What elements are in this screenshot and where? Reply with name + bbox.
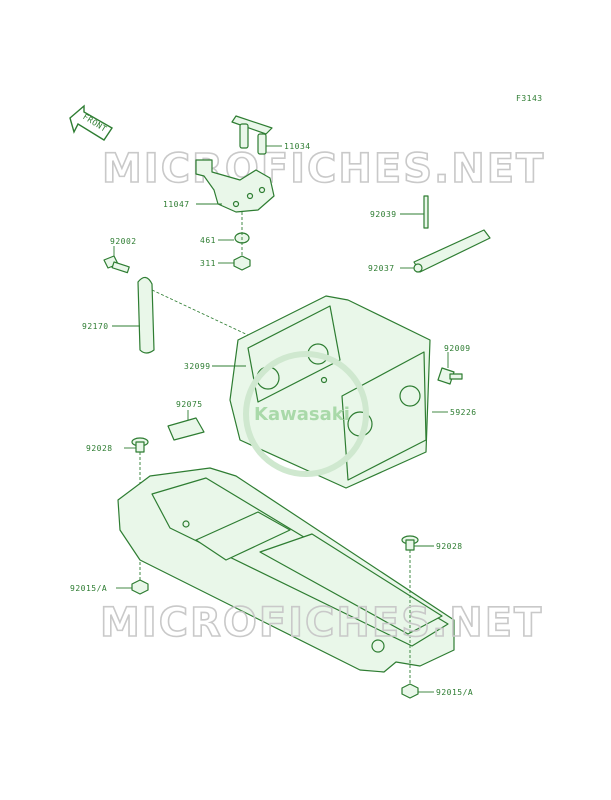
label-32099: 32099 [184,362,211,371]
label-59226: 59226 [450,408,477,417]
label-92037: 92037 [368,264,395,273]
watermark-bottom: MICROFICHES.NET [100,600,543,646]
figure-code: F3143 [516,94,543,103]
label-92015a-left: 92015/A [70,584,107,593]
logo-text: Kawasaki [254,404,350,425]
screw-92009 [437,367,463,385]
bolt-92002 [103,255,130,274]
nut-92015a-left [131,579,149,595]
band-92170 [137,276,155,354]
front-arrow-icon: FRONT [69,104,113,141]
bracket-11047 [195,115,275,213]
label-92015a-right: 92015/A [436,688,473,697]
label-92075: 92075 [176,400,203,409]
label-92002: 92002 [110,237,137,246]
label-92009: 92009 [444,344,471,353]
label-92028-left: 92028 [86,444,113,453]
cover-32099 [229,295,431,489]
decal-92075 [167,417,205,441]
nut-92015a-right [401,683,419,699]
label-11047: 11047 [163,200,190,209]
strap-92037 [413,229,491,273]
bolt-11034 [239,123,267,155]
kawasaki-logo-watermark: Kawasaki [243,351,369,477]
label-311: 311 [200,259,216,268]
hull-body [117,467,455,673]
pin-92039 [423,195,429,229]
label-92028-right: 92028 [436,542,463,551]
label-11034: 11034 [284,142,311,151]
label-461: 461 [200,236,216,245]
watermark-top: MICROFICHES.NET [102,146,545,192]
label-92039: 92039 [370,210,397,219]
nut-311 [233,255,251,271]
label-92170: 92170 [82,322,109,331]
